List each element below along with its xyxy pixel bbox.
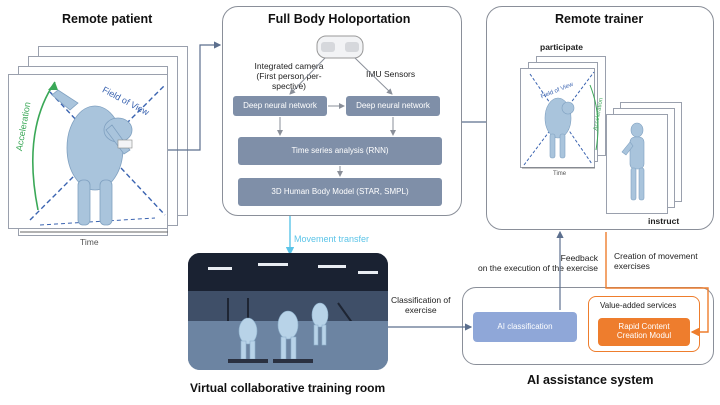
time-axis-label: Time (80, 237, 99, 247)
trainer-acceleration-arc (589, 84, 599, 151)
trainer-participant-figure (544, 97, 575, 159)
movement-transfer-label: Movement transfer (294, 234, 370, 244)
dnn-left-block: Deep neural network (233, 96, 327, 116)
patient-headset (117, 139, 133, 149)
fov-line-3 (39, 217, 156, 226)
avatar-figures (238, 302, 329, 360)
rapid-content-block: Rapid Content Creation Modul (598, 318, 690, 346)
ai-classification-block: AI classification (473, 312, 577, 342)
acceleration-arrow-head (48, 82, 58, 90)
dnn-right-block: Deep neural network (346, 96, 440, 116)
body-model-block: 3D Human Body Model (STAR, SMPL) (238, 178, 442, 206)
time-series-block: Time series analysis (RNN) (238, 137, 442, 165)
classification-of-exercise-label: Classification of exercise (391, 295, 451, 315)
creation-label: Creation of movement exercises (614, 251, 698, 271)
holoportation-title: Full Body Holoportation (268, 12, 411, 26)
imu-label: IMU Sensors (366, 69, 416, 79)
value-added-label: Value-added services (600, 301, 677, 310)
acceleration-arrow (31, 81, 56, 211)
ai-system-title: AI assistance system (527, 373, 654, 387)
trainer-title: Remote trainer (555, 12, 644, 26)
trainer-fov-line-2 (529, 73, 593, 165)
feedback-label: Feedback on the execution of the exercis… (477, 253, 598, 273)
virtual-room-scene (188, 253, 388, 370)
trainer-time-label: Time (553, 171, 567, 177)
remote-patient-title: Remote patient (62, 12, 153, 26)
camera-label: Integrated camera (First person per- spe… (254, 61, 324, 91)
vr-headset-icon (316, 35, 364, 59)
virtual-room-title: Virtual collaborative training room (190, 381, 386, 395)
ceiling-lights (208, 263, 378, 274)
instructor-figure (621, 122, 645, 201)
virtual-room-image (188, 253, 388, 370)
instruct-label: instruct (648, 216, 680, 226)
trainer-fov-line-1 (523, 71, 595, 166)
participate-label: participate (540, 42, 583, 52)
mats (228, 359, 313, 363)
